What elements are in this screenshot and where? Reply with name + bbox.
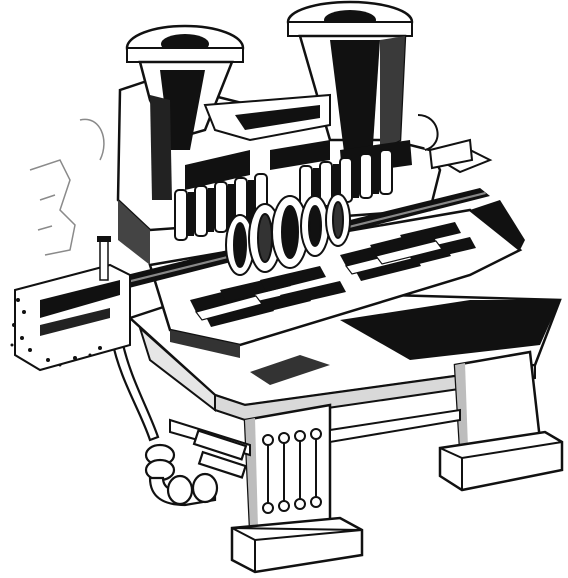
impellers [225,193,351,276]
right-bearing-housing [417,114,474,170]
discharge-nozzle [286,0,414,160]
pedestal-base [127,288,564,574]
pump-casing [116,0,442,265]
rear-leg [438,350,564,492]
suction-nozzle [125,24,245,200]
lower-casing [148,200,525,358]
left-bearing-housing [10,236,131,372]
front-leg [230,403,364,574]
coupling-area [29,118,105,256]
stage-chambers [174,140,412,241]
suction-piping [110,338,248,507]
